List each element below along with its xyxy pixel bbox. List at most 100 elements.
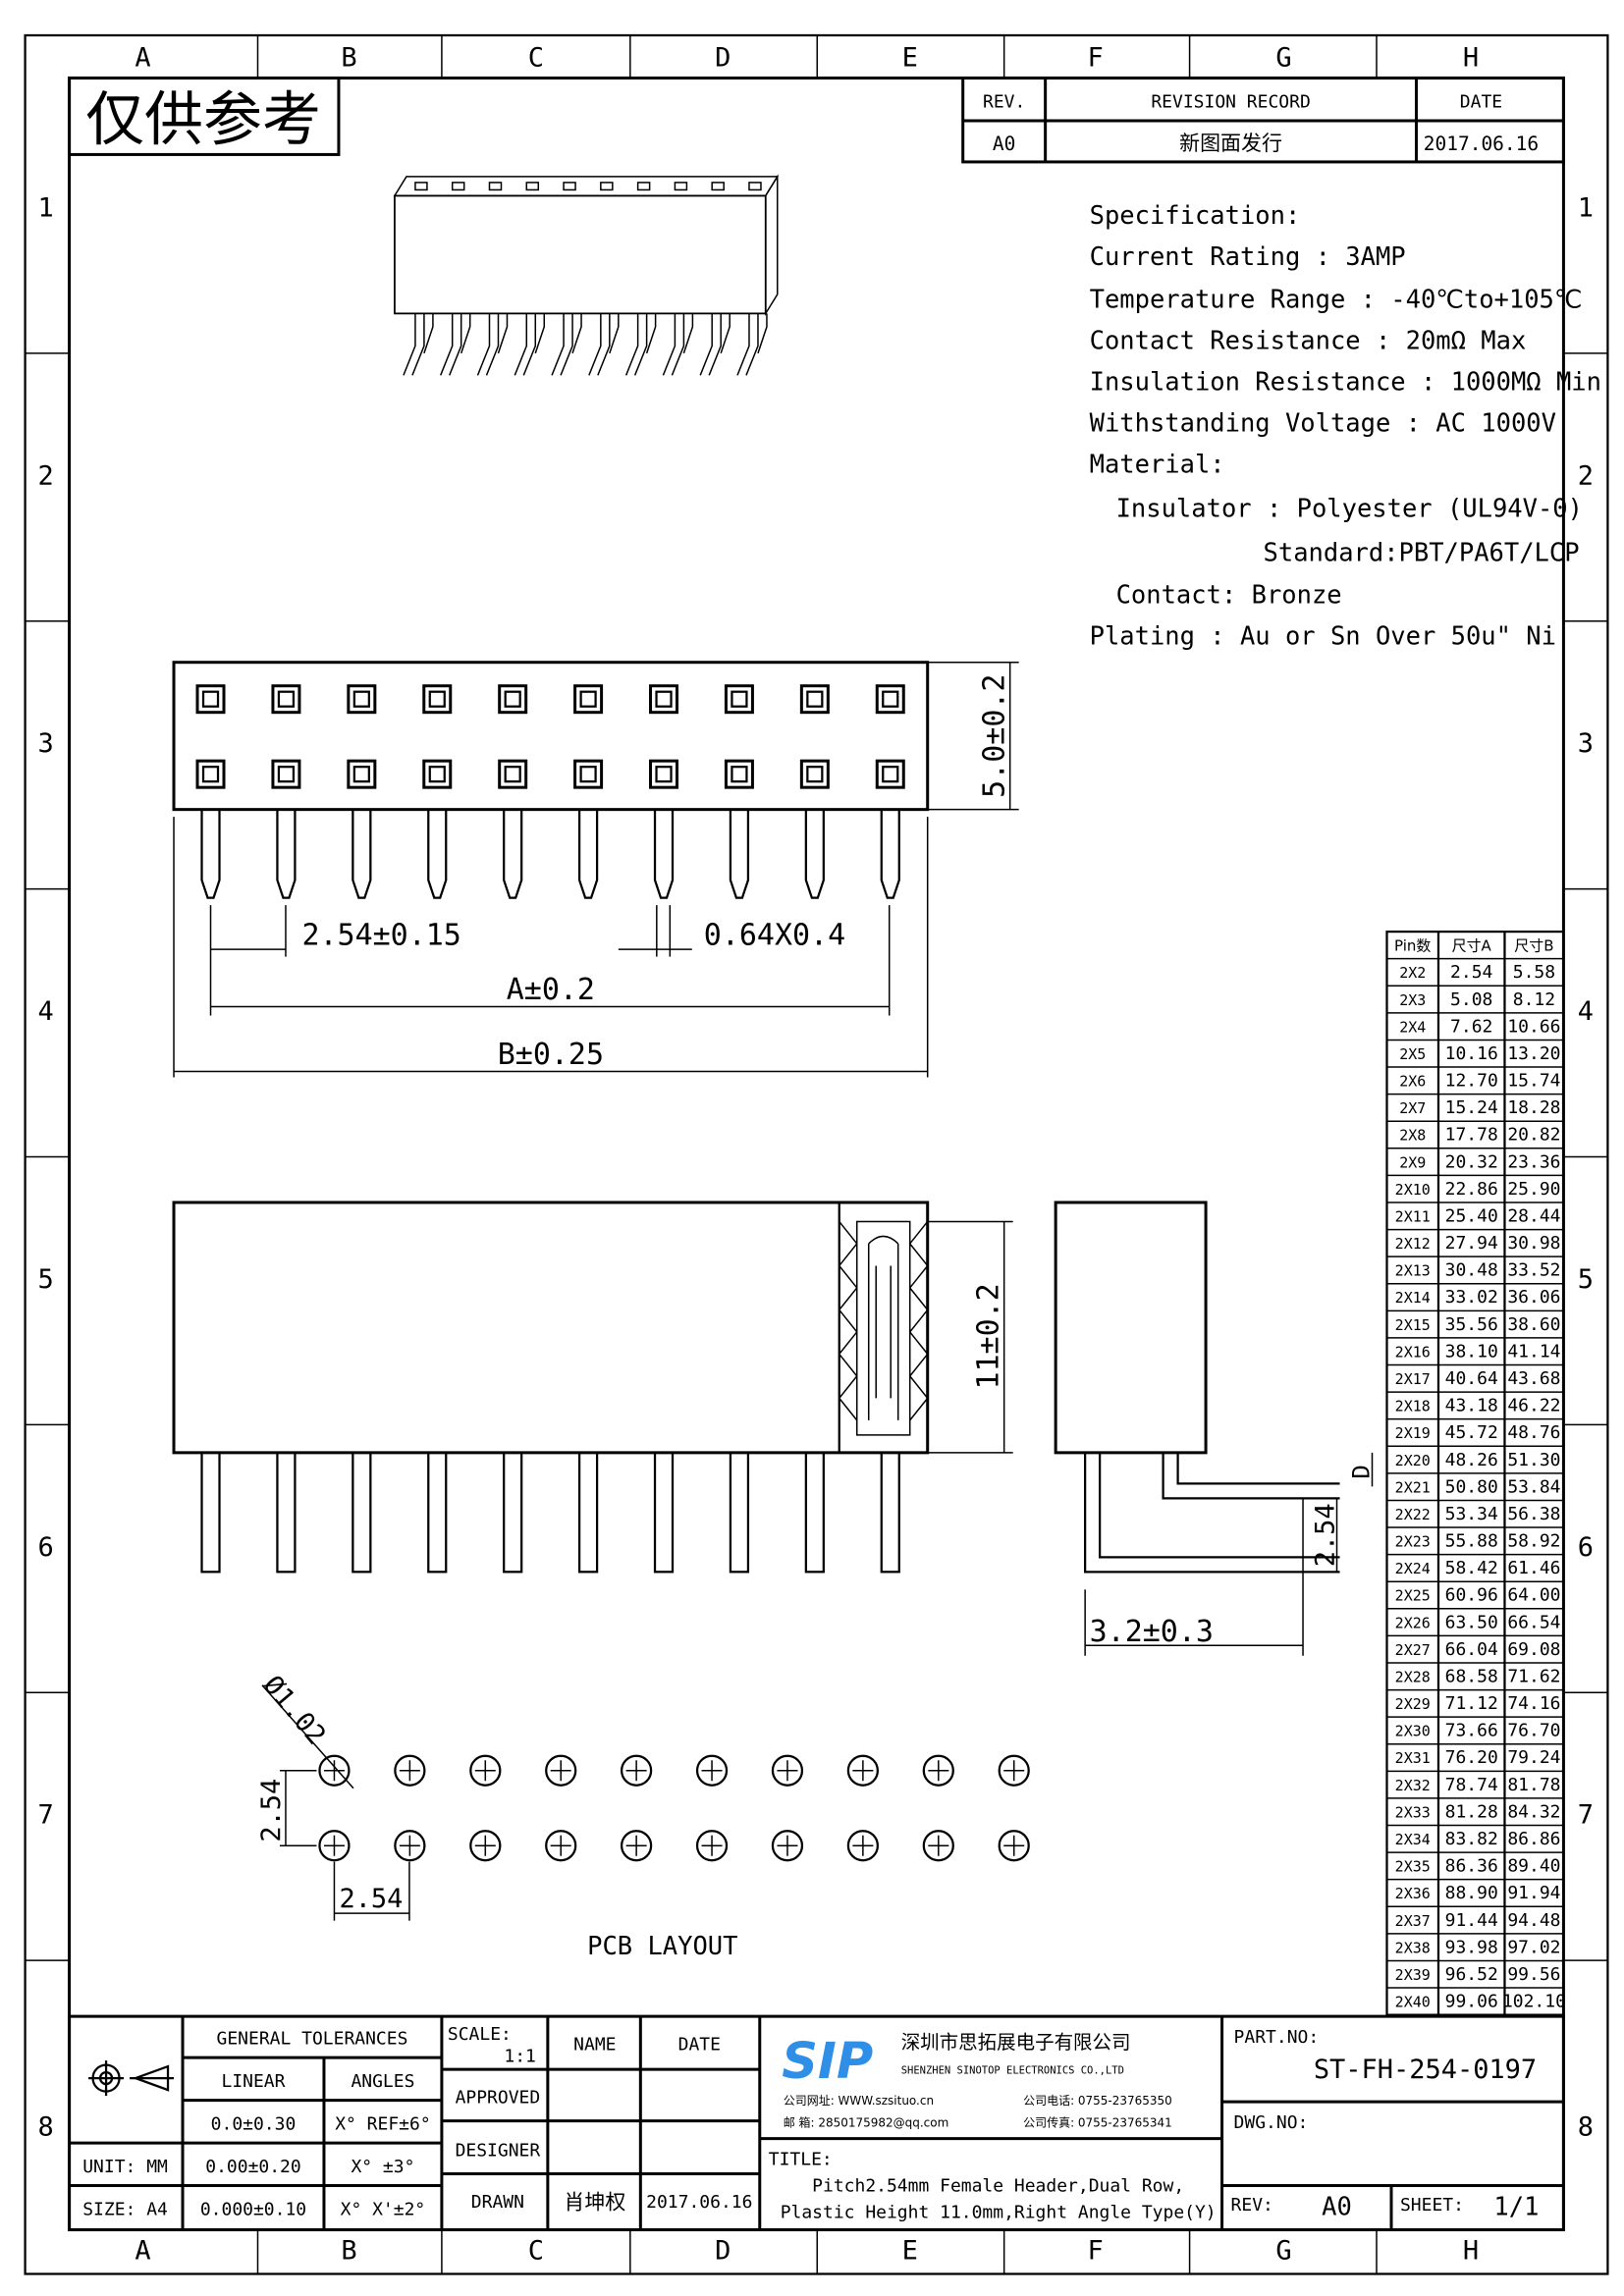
pcb-layout: Ø1.02 2.54 2.54 PCB LAYOUT (256, 1670, 1030, 1961)
iso-hole (636, 182, 651, 191)
table-cell: 27.94 (1445, 1233, 1498, 1254)
table-cell: 2X16 (1395, 1343, 1431, 1361)
pcb-hole (771, 1754, 804, 1787)
pcb-hole-cross (474, 1760, 496, 1782)
table-cell: 2X18 (1395, 1398, 1431, 1415)
contact-hole-inner (504, 766, 521, 783)
table-cell: 2X33 (1395, 1803, 1431, 1821)
contact-hole (724, 684, 754, 715)
size-label: SIZE: A4 (82, 2200, 168, 2220)
pin-size-dimension: 0.64X0.4 (704, 919, 845, 953)
pin (729, 1451, 750, 1574)
column-label: E (902, 42, 918, 73)
table-cell: 2X11 (1395, 1207, 1431, 1225)
pitch-dimension: 2.54±0.15 (301, 919, 460, 953)
rev-value: A0 (1322, 2193, 1352, 2222)
projection-symbol-icon (88, 2060, 175, 2097)
angle-tolerance: X° ±3° (351, 2157, 414, 2177)
iso-hole (748, 182, 762, 191)
contact-hole (271, 759, 301, 789)
contact-hole-inner (352, 690, 370, 708)
sheet-value: 1/1 (1493, 2193, 1539, 2222)
pin (427, 1451, 448, 1574)
iso-hole (451, 182, 465, 191)
pcb-hole-cross (852, 1760, 874, 1782)
pcb-hole (318, 1830, 351, 1862)
company-logo: SIP (782, 2033, 873, 2091)
contact-hole-inner (579, 766, 597, 783)
contact-hole-inner (277, 766, 296, 783)
table-cell: 2X30 (1395, 1723, 1431, 1740)
row-label: 3 (1578, 728, 1594, 759)
table-cell: 2X35 (1395, 1858, 1431, 1876)
table-cell: 2X22 (1395, 1506, 1431, 1523)
column-label: E (902, 2236, 918, 2267)
row-label: 6 (37, 1532, 53, 1563)
table-cell: 102.10 (1502, 1992, 1566, 2012)
table-cell: 50.80 (1445, 1476, 1498, 1497)
pin (352, 1451, 372, 1574)
contact-hole (799, 684, 830, 715)
table-cell: 2X3 (1399, 991, 1426, 1009)
pin (880, 1451, 900, 1574)
pcb-hole (469, 1830, 502, 1862)
name-header: NAME (573, 2035, 616, 2056)
specification: Specification: Current Rating : 3AMP Tem… (1090, 201, 1601, 652)
d-dimension: D (1348, 1465, 1376, 1478)
iso-pin (662, 313, 694, 376)
table-cell: 18.28 (1507, 1097, 1560, 1118)
table-cell: 2X13 (1395, 1262, 1431, 1280)
contact-hole (422, 759, 453, 789)
table-cell: 91.94 (1507, 1883, 1560, 1903)
contact-hole (195, 759, 226, 789)
table-cell: 2.54 (1450, 962, 1492, 983)
contact-hole (649, 759, 679, 789)
iso-pin (514, 313, 546, 376)
table-cell: 17.78 (1445, 1125, 1498, 1146)
iso-hole (563, 182, 576, 191)
pin (352, 809, 372, 899)
iso-pin (588, 313, 620, 376)
table-cell: 2X31 (1395, 1749, 1431, 1767)
pcb-hole (922, 1754, 954, 1787)
table-cell: 71.62 (1507, 1666, 1560, 1686)
angle-tolerance: X° REF±6° (335, 2114, 430, 2135)
rev-value: A0 (993, 133, 1015, 155)
iso-hole (674, 182, 688, 191)
front-view: 5.0±0.2 2.54±0.15 0.64X0.4 A±0.2 B±0.25 (172, 661, 1019, 1078)
iso-hole (711, 182, 725, 191)
spec-line: Insulator : Polyester (UL94V-0) (1116, 494, 1583, 523)
table-cell: 2X36 (1395, 1885, 1431, 1902)
table-cell: 25.90 (1507, 1179, 1560, 1200)
section-view: 11±0.2 (172, 1201, 1013, 1574)
spec-line: Contact: Bronze (1116, 581, 1342, 611)
table-cell: 66.04 (1445, 1639, 1498, 1660)
table-cell: 43.18 (1445, 1396, 1498, 1416)
pcb-hole (621, 1754, 653, 1787)
table-cell: 2X4 (1399, 1018, 1426, 1036)
table-cell: 71.12 (1445, 1693, 1498, 1714)
table-cell: 12.70 (1445, 1071, 1498, 1092)
table-cell: 2X7 (1399, 1099, 1426, 1117)
iso-hole (525, 182, 540, 191)
table-cell: 91.44 (1445, 1910, 1498, 1931)
table-cell: 96.52 (1445, 1964, 1498, 1985)
table-cell: 20.82 (1507, 1125, 1560, 1146)
contact-hole-inner (352, 766, 370, 783)
iso-pin (440, 313, 471, 376)
table-cell: 36.06 (1507, 1287, 1560, 1308)
sheet-label: SHEET: (1400, 2195, 1464, 2216)
pcb-hole (695, 1830, 729, 1862)
contact-hole-inner (201, 766, 220, 783)
angles-label: ANGLES (351, 2071, 414, 2092)
table-cell: 38.60 (1507, 1314, 1560, 1335)
row-label: 2 (1578, 460, 1594, 491)
row-label: 7 (37, 1800, 53, 1831)
column-label: F (1088, 42, 1104, 73)
pcb-hole (394, 1754, 426, 1787)
pcb-hole-cross (550, 1835, 571, 1856)
company-name-en: SHENZHEN SINOTOP ELECTRONICS CO.,LTD (901, 2065, 1124, 2077)
pcb-hole-cross (928, 1760, 949, 1782)
pcb-hole (922, 1830, 954, 1862)
